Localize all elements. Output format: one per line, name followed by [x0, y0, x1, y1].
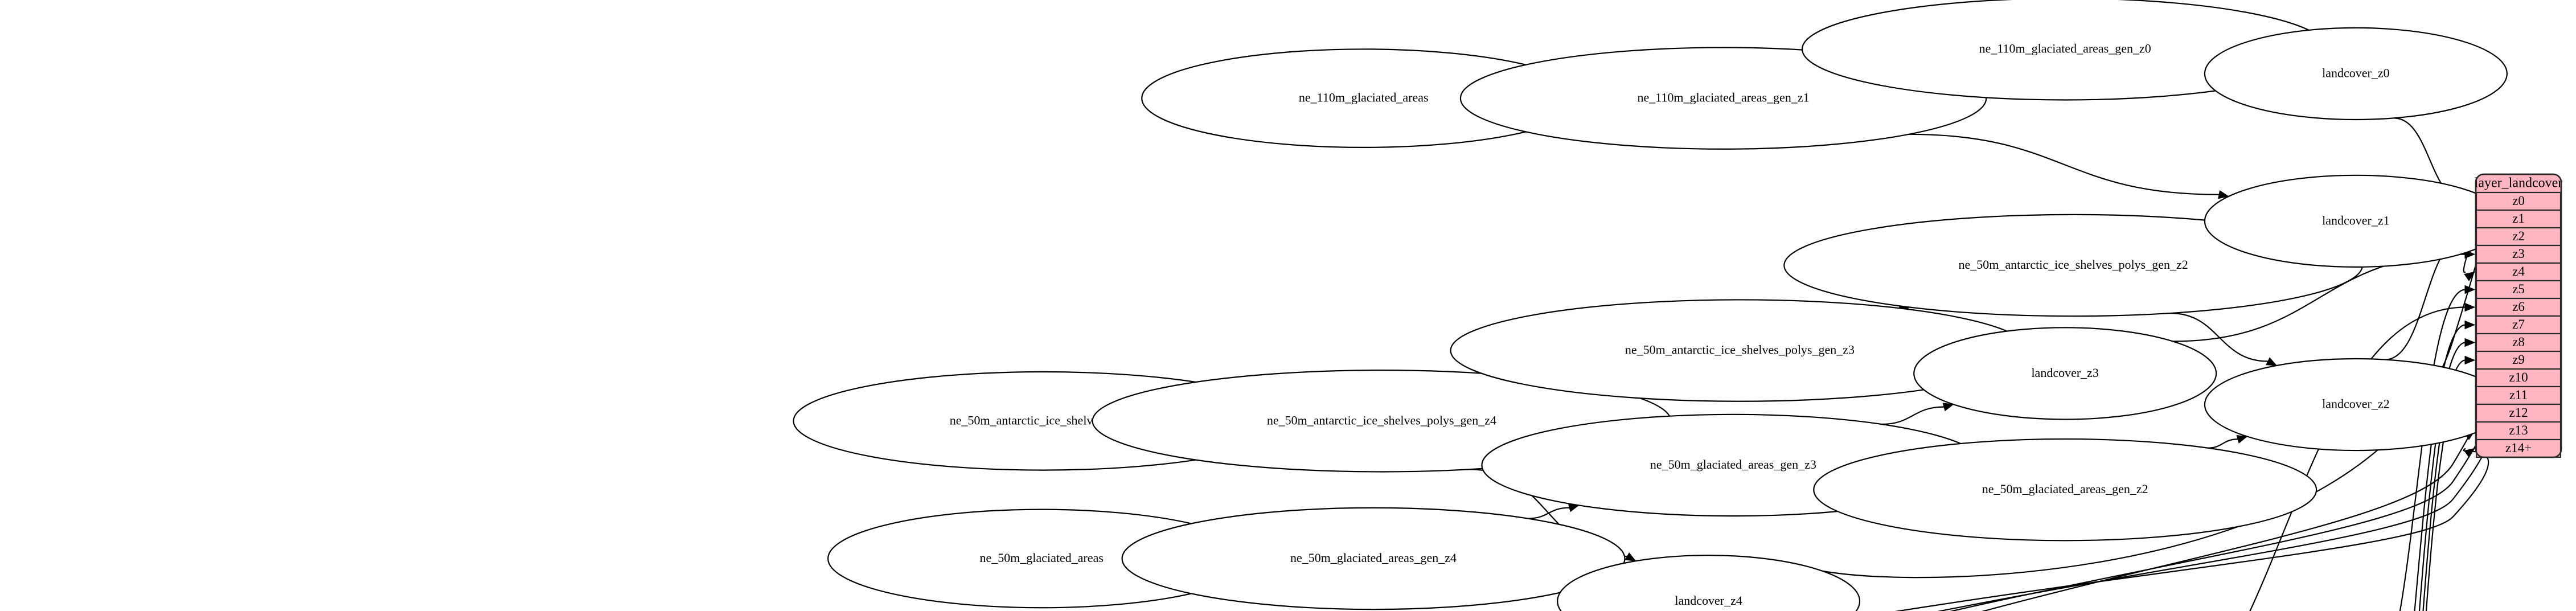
graph-node-label-ne_50m_glaciated_areas: ne_50m_glaciated_areas — [979, 551, 1103, 565]
graph-edge-ne_110m_glaciated_areas_gen_z1-to-landcover_z1-arrowhead — [2218, 190, 2230, 199]
graph-node-shape-ne_50m_glaciated_areas_gen_z4 — [1121, 507, 1626, 610]
layer-landcover-row-label-z5: z5 — [2512, 282, 2525, 296]
layer-landcover-table: layer_landcover z0 z1 z2 z3 z4 z5 z6 z7 z8 z9 z10 z1… — [2475, 173, 2563, 458]
graph-node-shape-ne_50m_glaciated_areas_gen_z2 — [1813, 438, 2317, 542]
layer-landcover-row-label-z7: z7 — [2512, 317, 2525, 331]
layer-landcover-row-label-z0: z0 — [2512, 194, 2525, 208]
layer-landcover-row-z5[interactable]: z5 — [2475, 280, 2562, 300]
layer-landcover-row-z12[interactable]: z12 — [2475, 403, 2562, 423]
layer-landcover-row-z8[interactable]: z8 — [2475, 333, 2562, 352]
layer-landcover-row-z10[interactable]: z10 — [2475, 368, 2562, 388]
graph-node-label-ne_50m_antarctic_ice_shelves_polys_gen_z2: ne_50m_antarctic_ice_shelves_polys_gen_z… — [1959, 257, 2188, 272]
graph-edge-ne_50m_antarctic_ice_shelves_polys_gen_z2-to-landcover_z2-arrowhead — [2266, 357, 2278, 366]
layer-landcover-row-z9[interactable]: z9 — [2475, 350, 2562, 370]
graph-edge-landcover_z6-to-table-z6 — [2249, 306, 2466, 611]
layer-landcover-row-z0[interactable]: z0 — [2475, 191, 2562, 211]
graph-edge-ne_50m_glaciated_areas_gen_z2-to-landcover_z2-arrowhead — [2236, 434, 2248, 444]
layer-landcover-row-label-z8: z8 — [2512, 335, 2525, 349]
graph-node-shape-landcover_z4 — [1557, 555, 1861, 611]
graph-node-ne_50m_glaciated_areas_gen_z4[interactable]: ne_50m_glaciated_areas_gen_z4 — [1121, 507, 1626, 610]
graph-edge-ne_50m_antarctic_ice_shelves_polys_gen_z2-to-landcover_z2 — [2170, 312, 2268, 362]
graph-edge-osm_landcover_gen_z8-to-table-z8-arrowhead — [2464, 338, 2476, 347]
graph-edge-ne_50m_glaciated_areas_gen_z3-to-landcover_z3 — [1881, 406, 1945, 425]
layer-landcover-table-border — [2475, 173, 2562, 458]
layer-landcover-row-z7[interactable]: z7 — [2475, 315, 2562, 335]
graph-edge-osm_landcover_gen_z7-to-table-z7-arrowhead — [2464, 320, 2476, 330]
graph-node-ne_50m_glaciated_areas[interactable]: ne_50m_glaciated_areas — [827, 509, 1256, 609]
layer-landcover-row-label-z11: z11 — [2509, 388, 2528, 402]
graph-node-ne_50m_antarctic_ice_shelves_polys_gen_z3[interactable]: ne_50m_antarctic_ice_shelves_polys_gen_z… — [1450, 299, 2030, 402]
layer-landcover-row-label-z14p: z14+ — [2505, 441, 2532, 455]
graph-node-landcover_z2[interactable]: landcover_z2 — [2204, 358, 2508, 452]
layer-landcover-row-label-z3: z3 — [2512, 247, 2525, 261]
graph-node-label-ne_110m_glaciated_areas: ne_110m_glaciated_areas — [1299, 91, 1429, 105]
layer-landcover-row-rect-z4 — [2475, 262, 2562, 282]
graph-node-label-ne_50m_antarctic_ice_shelves_polys_gen_z3: ne_50m_antarctic_ice_shelves_polys_gen_z… — [1625, 343, 1855, 357]
layer-landcover-row-rect-z12 — [2475, 403, 2562, 423]
layer-landcover-row-z4[interactable]: z4 — [2475, 262, 2562, 282]
layer-landcover-row-z2[interactable]: z2 — [2475, 227, 2562, 247]
layer-landcover-row-label-z13: z13 — [2509, 423, 2528, 437]
graph-node-label-ne_110m_glaciated_areas_gen_z1: ne_110m_glaciated_areas_gen_z1 — [1637, 91, 1809, 105]
graph-node-shape-landcover_z3 — [1913, 327, 2217, 420]
layer-landcover-row-rect-z8 — [2475, 333, 2562, 352]
graph-node-label-ne_50m_glaciated_areas_gen_z3: ne_50m_glaciated_areas_gen_z3 — [1650, 457, 1816, 471]
layer-landcover-row-label-z4: z4 — [2512, 264, 2525, 278]
graph-node-landcover_z1[interactable]: landcover_z1 — [2204, 174, 2508, 268]
graph-edge-ne_110m_glaciated_areas_gen_z1-to-landcover_z1 — [1909, 133, 2220, 195]
graph-edge-landcover_z6-to-table-z6-arrowhead — [2464, 302, 2476, 312]
layer-landcover-row-rect-z13 — [2475, 421, 2562, 441]
graph-node-shape-landcover_z0 — [2204, 27, 2508, 121]
graph-edge-landcover_z4-to-table-z4-arrowhead — [2464, 271, 2476, 281]
graph-node-label-landcover_z4: landcover_z4 — [1675, 593, 1742, 608]
graph-node-label-landcover_z0: landcover_z0 — [2322, 65, 2390, 80]
graph-node-label-landcover_z2: landcover_z2 — [2322, 397, 2390, 411]
graph-edge-ne_50m_glaciated_areas_gen_z2-to-landcover_z2 — [2208, 438, 2238, 449]
graph-node-label-ne_50m_glaciated_areas_gen_z2: ne_50m_glaciated_areas_gen_z2 — [1982, 482, 2148, 496]
layer-landcover-row-z14p[interactable]: z14+ — [2475, 438, 2562, 458]
layer-landcover-row-label-z2: z2 — [2512, 229, 2525, 243]
layer-landcover-row-label-z6: z6 — [2512, 300, 2525, 314]
layer-landcover-row-z11[interactable]: z11 — [2475, 386, 2562, 405]
graph-edge-osm_landcover_polygon-to-table-z14+ — [1894, 448, 2489, 611]
graph-node-landcover_z4[interactable]: landcover_z4 — [1557, 555, 1861, 611]
graph-node-label-landcover_z3: landcover_z3 — [2031, 366, 2099, 380]
graph-edge-ne_50m_glaciated_areas_gen_z4-to-ne_50m_glaciated_areas_gen_z3 — [1528, 507, 1570, 519]
layer-landcover-row-z1[interactable]: z1 — [2475, 209, 2562, 229]
graph-node-label-landcover_z1: landcover_z1 — [2322, 213, 2390, 227]
graph-node-landcover_z0[interactable]: landcover_z0 — [2204, 27, 2508, 121]
layer-landcover-table-title: layer_landcover — [2475, 176, 2563, 191]
layer-landcover-row-z3[interactable]: z3 — [2475, 244, 2562, 264]
graph-node-ne_110m_glaciated_areas_gen_z0[interactable]: ne_110m_glaciated_areas_gen_z0 — [1802, 0, 2329, 101]
graph-edge-ne_50m_antarctic_ice_shelves_polys_gen_z4-to-landcover_z4-arrowhead — [1625, 552, 1636, 561]
graph-edge-osm_landcover_gen_z9-to-table-z9-arrowhead — [2464, 355, 2476, 365]
layer-landcover-row-rect-z6 — [2475, 297, 2562, 317]
graph-node-ne_110m_glaciated_areas[interactable]: ne_110m_glaciated_areas — [1141, 48, 1586, 149]
graph-edge-osm_landcover_polygon-to-table-z14+-arrowhead — [2464, 448, 2476, 458]
graph-edge-ne_50m_glaciated_areas_gen_z3-to-landcover_z3-arrowhead — [1942, 403, 1954, 412]
layer-landcover-row-z13[interactable]: z13 — [2475, 421, 2562, 441]
layer-landcover-row-label-z9: z9 — [2512, 352, 2525, 367]
graph-edge-osm_landcover_gen_z7-to-table-z7 — [2414, 324, 2466, 611]
layer-landcover-row-rect-z14p — [2475, 438, 2562, 458]
graph-edge-landcover_z5-to-table-z5-arrowhead — [2464, 285, 2476, 294]
graph-node-landcover_z3[interactable]: landcover_z3 — [1913, 327, 2217, 420]
layer-landcover-row-label-z12: z12 — [2509, 405, 2528, 420]
layer-landcover-row-label-z10: z10 — [2509, 370, 2528, 384]
layer-landcover-table-header: layer_landcover — [2475, 176, 2563, 191]
graph-node-label-ne_50m_antarctic_ice_shelves_polys_gen_z4: ne_50m_antarctic_ice_shelves_polys_gen_z… — [1267, 413, 1496, 427]
graph-node-ne_50m_glaciated_areas_gen_z2[interactable]: ne_50m_glaciated_areas_gen_z2 — [1813, 438, 2317, 542]
layer-landcover-row-label-z1: z1 — [2512, 211, 2525, 225]
graph-node-label-ne_110m_glaciated_areas_gen_z0: ne_110m_glaciated_areas_gen_z0 — [1979, 41, 2151, 55]
graph-node-label-ne_50m_glaciated_areas_gen_z4: ne_50m_glaciated_areas_gen_z4 — [1290, 551, 1457, 565]
layer-landcover-row-z6[interactable]: z6 — [2475, 297, 2562, 317]
